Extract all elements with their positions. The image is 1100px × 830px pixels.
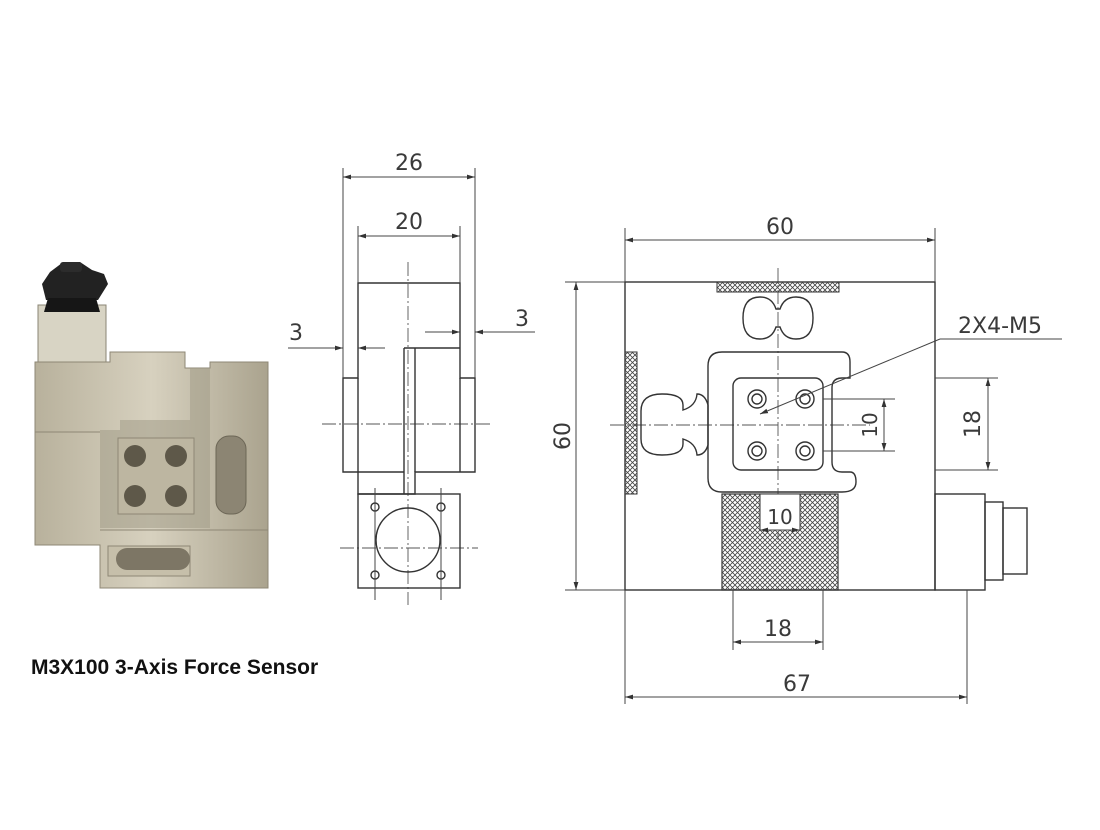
dim-front-60-top: 60 bbox=[766, 215, 794, 240]
dim-side-3-right: 3 bbox=[515, 307, 529, 332]
dim-front-10-v: 10 bbox=[858, 412, 882, 437]
connector-gland bbox=[37, 262, 108, 364]
dim-front-18-bottom: 18 bbox=[764, 617, 792, 642]
front-view: 60 60 2X4-M5 10 18 10 18 67 bbox=[551, 215, 1062, 704]
dim-side-26: 26 bbox=[395, 151, 423, 176]
side-view: 26 20 3 3 bbox=[288, 151, 535, 605]
dim-front-18-v: 18 bbox=[961, 410, 986, 438]
product-caption: M3X100 3-Axis Force Sensor bbox=[31, 656, 319, 679]
front-holes bbox=[747, 389, 815, 461]
dim-side-3-left: 3 bbox=[289, 321, 303, 346]
hole-spec-label: 2X4-M5 bbox=[958, 314, 1042, 339]
dim-side-20: 20 bbox=[395, 210, 423, 235]
mounting-holes bbox=[124, 445, 187, 507]
dim-front-67: 67 bbox=[783, 672, 811, 697]
dim-front-60-left: 60 bbox=[551, 422, 576, 450]
dim-front-10-bottom: 10 bbox=[767, 505, 792, 529]
sensor-photo bbox=[34, 262, 269, 589]
